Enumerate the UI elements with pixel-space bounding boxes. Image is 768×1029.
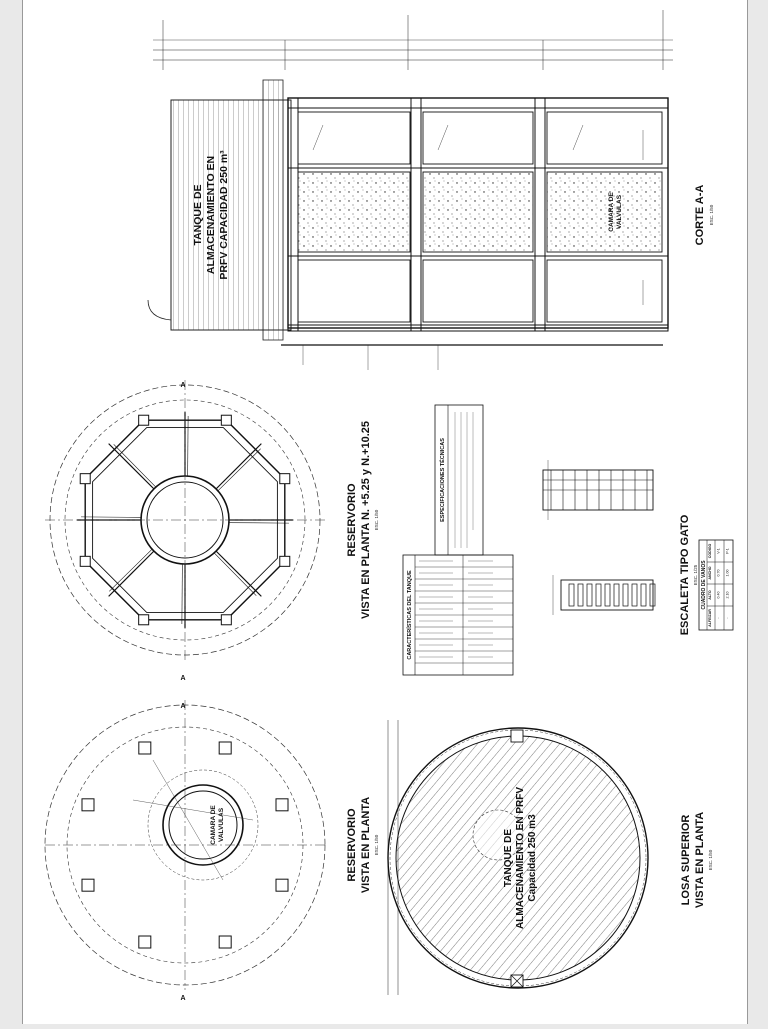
tank-top-label-2: ALMACENAMIENTO EN PRFV — [515, 787, 526, 929]
camara-plan-label-1: CAMARA DE — [210, 805, 217, 845]
losa-title-2: VISTA EN PLANTA — [694, 812, 706, 908]
vanos-cell: P-1 — [726, 548, 730, 554]
especificaciones-box: ESPECIFICACIONES TÉCNICAS — [435, 405, 483, 555]
vanos-header-1: ANCHO — [708, 566, 712, 579]
vanos-title: CUADRO DE VANOS — [701, 560, 707, 610]
especificaciones-title: ESPECIFICACIONES TÉCNICAS — [438, 438, 446, 522]
vanos-header-3: ALFEIZAR — [708, 609, 712, 627]
cuadro-vanos: CUADRO DE VANOS CODIGO ANCHO ALTO ALFEIZAR V… — [699, 540, 733, 630]
escaleta-scale: ESC. 1/25 — [693, 564, 698, 585]
plan-lower-title-1: RESERVORIO — [346, 808, 358, 882]
reservorio-plan-lower: A A CAMARA DE VALVULAS RESERVORIO VISTA … — [45, 700, 379, 1002]
camara-label-1: CAMARA DE — [608, 192, 615, 232]
plan-upper-scale: ESC. 1/50 — [374, 509, 379, 530]
corte-scale: ESC. 1/50 — [709, 204, 714, 225]
construction-drawing: TANQUE DE ALMACENAMIENTO EN PRFV CAPACID… — [23, 0, 747, 1024]
caracteristicas-table: CARACTERÍSTICAS DEL TANQUE — [403, 555, 513, 675]
section-mark-lower-bottom: A — [180, 995, 185, 1002]
tank-side-label-1: TANQUE DE — [192, 184, 204, 245]
camara-label-2: VALVULAS — [616, 194, 623, 229]
vanos-cell: - — [726, 617, 730, 619]
vanos-cell: - — [717, 617, 721, 619]
losa-superior: TANQUE DE ALMACENAMIENTO EN PRFV Capacid… — [388, 728, 713, 988]
escaleta-title: ESCALETA TIPO GATO — [679, 514, 691, 635]
camara-plan-label-2: VALVULAS — [218, 807, 225, 842]
plan-lower-title-2: VISTA EN PLANTA — [360, 797, 372, 893]
losa-title-1: LOSA SUPERIOR — [680, 815, 692, 906]
vanos-cell: V-1 — [717, 548, 721, 553]
escaleta-detail: ESCALETA TIPO GATO ESC. 1/25 — [543, 460, 698, 635]
tank-top-label-1: TANQUE DE — [503, 829, 514, 887]
vanos-cell: 2.10 — [726, 592, 730, 599]
caracteristicas-title: CARACTERÍSTICAS DEL TANQUE — [405, 570, 413, 660]
drawing-sheet: TANQUE DE ALMACENAMIENTO EN PRFV CAPACID… — [22, 0, 748, 1024]
section-mark-lower-top: A — [180, 703, 185, 710]
corte-section: TANQUE DE ALMACENAMIENTO EN PRFV CAPACID… — [148, 10, 714, 370]
corte-title: CORTE A-A — [694, 185, 706, 246]
plan-upper-title-2: VISTA EN PLANTA N. +5.25 y N.+10.25 — [360, 421, 372, 619]
vanos-cell: 0.40 — [717, 592, 721, 599]
vanos-cell: 1.00 — [726, 570, 730, 577]
losa-scale: ESC. 1/50 — [708, 849, 713, 870]
reservorio-plan-upper: A A RESERVORIO VISTA EN PLANTA N. +5.25 … — [45, 380, 379, 682]
vanos-header-2: ALTO — [708, 590, 712, 600]
tank-side-label-2: ALMACENAMIENTO EN — [205, 156, 217, 274]
plan-lower-scale: ESC. 1/50 — [374, 834, 379, 855]
section-mark-upper-bottom: A — [180, 675, 185, 682]
tank-top-label-3: Capacidad 250 m3 — [527, 814, 538, 902]
plan-upper-title-1: RESERVORIO — [346, 483, 358, 557]
tank-side-label-3: PRFV CAPACIDAD 250 m³ — [218, 150, 230, 280]
vanos-cell: 0.70 — [717, 570, 721, 577]
vanos-header-0: CODIGO — [708, 544, 712, 559]
section-mark-upper-top: A — [180, 382, 185, 389]
